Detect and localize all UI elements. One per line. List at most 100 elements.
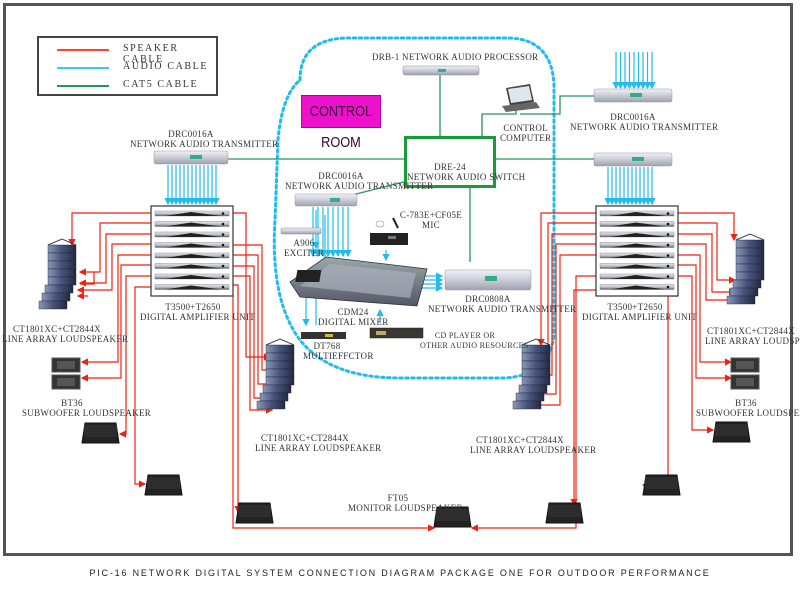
mic-receiver-device (370, 217, 408, 245)
line-array-model: CT1801XC+CT2844X (261, 433, 349, 443)
monitor-loudspeaker-icon (642, 474, 681, 496)
monitor-loudspeaker-icon (545, 502, 584, 524)
processor-label: DRB-1 NETWORK AUDIO PROCESSOR (372, 52, 539, 62)
tx-center-model: DRC0016A (318, 171, 364, 181)
monitor-loudspeaker-icon (433, 506, 472, 528)
monitor-loudspeaker-icon (235, 502, 274, 524)
subwoofer-loudspeaker-icon (730, 357, 760, 373)
dt768-effector-device (301, 332, 346, 339)
cd-player-line2: OTHER AUDIO RESOURCES (420, 341, 529, 350)
subwoofer-name: SUBWOOFER LOUDSPEAKER (696, 408, 800, 418)
subwoofer-model: BT36 (61, 398, 83, 408)
legend-item-audio-cable: AUDIO CABLE (39, 60, 216, 76)
legend-item-cat5-cable: CAT5 CABLE (39, 78, 216, 94)
mixer-label: CDM24 DIGITAL MIXER (318, 307, 388, 327)
tx-mixer-out-label: DRC0808A NETWORK AUDIO TRANSMITTER (428, 294, 577, 314)
effector-name: MULTIEFFCTOR (303, 351, 374, 361)
line-array-model: CT1801XC+CT2844X (476, 435, 564, 445)
legend-label: SPEAKER CABLE (123, 43, 179, 65)
exciter-model: A906 (293, 238, 315, 248)
amp-right-label: T3500+T2650 DIGITAL AMPLIFIER UNIT (582, 302, 698, 322)
line-array-model: CT1801XC+CT2844X (13, 324, 101, 334)
mixer-name: DIGITAL MIXER (318, 317, 389, 327)
tx-right-label: DRC0016A NETWORK AUDIO TRANSMITTER (570, 112, 719, 132)
control-computer-icon (502, 84, 540, 112)
line-array-loudspeaker-icon (256, 338, 295, 410)
monitor-name: MONITOR LOUDSPEAKER (348, 503, 463, 513)
drc0016a-left-device (153, 150, 229, 165)
audio-cable-swatch (57, 67, 109, 69)
line-array-loudspeaker-icon (38, 238, 77, 310)
subwoofer-loudspeaker-icon (730, 374, 760, 390)
drb1-processor (402, 65, 480, 76)
cable-legend: SPEAKER CABLE AUDIO CABLE CAT5 CABLE (37, 36, 218, 96)
monitor-loudspeaker-icon (712, 421, 751, 443)
speaker-cable-swatch (57, 49, 109, 51)
diagram-caption: PIC-16 NETWORK DIGITAL SYSTEM CONNECTION… (89, 568, 711, 578)
subwoofer-loudspeaker-icon (51, 374, 81, 390)
amp-right-model: T3500+T2650 (607, 302, 663, 312)
mic-label: C-783E+CF05E MIC (393, 210, 469, 230)
subwoofer-model: BT36 (735, 398, 757, 408)
line-array-right-outer-label: CT1801XC+CT2844X LINE ARRAY LOUDSPEAKER (705, 326, 800, 346)
monitor-loudspeaker-icon (144, 474, 183, 496)
amplifier-rack-left (150, 205, 234, 297)
network-audio-switch-box (404, 136, 496, 188)
cdm24-mixer-device (289, 256, 428, 307)
tx-center-label: DRC0016A NETWORK AUDIO TRANSMITTER (285, 171, 434, 191)
speaker-cables (68, 212, 738, 532)
monitor-loudspeaker-icon (81, 422, 120, 444)
monitor-label: FT05 MONITOR LOUDSPEAKER (348, 493, 463, 513)
tx-left-label: DRC0016A NETWORK AUDIO TRANSMITTER (130, 129, 279, 149)
switch-model: DRE-24 (434, 162, 466, 172)
line-array-model: CT1801XC+CT2844X (707, 326, 795, 336)
drc0016a-center-device (294, 193, 358, 207)
line-array-name: LINE ARRAY LOUDSPEAKER (705, 336, 800, 346)
legend-item-speaker-cable: SPEAKER CABLE (39, 42, 216, 65)
amp-left-label: T3500+T2650 DIGITAL AMPLIFIER UNIT (140, 302, 256, 322)
amp-left-name: DIGITAL AMPLIFIER UNIT (140, 312, 256, 322)
drc0016a-right-device (593, 152, 673, 167)
cat5-cable-swatch (57, 85, 109, 87)
control-room-boundary (272, 36, 556, 380)
a906-exciter-device (280, 227, 322, 235)
effector-label: DT768 MULTIEFFCTOR (303, 341, 374, 361)
tx-center-name: NETWORK AUDIO TRANSMITTER (285, 181, 434, 191)
mic-model: C-783E+CF05E (399, 210, 463, 220)
monitor-model: FT05 (387, 493, 409, 503)
line-array-name: LINE ARRAY LOUDSPEAKER (470, 445, 597, 455)
tx-right-name: NETWORK AUDIO TRANSMITTER (570, 122, 719, 132)
legend-label: AUDIO CABLE (123, 61, 209, 72)
control-room-label: CONTROL ROOM (301, 95, 381, 151)
control-computer-line1: CONTROL (503, 123, 549, 133)
line-array-name: LINE ARRAY LOUDSPEAKER (2, 334, 129, 344)
line-array-loudspeaker-icon (726, 233, 765, 305)
line-array-left-outer-label: CT1801XC+CT2844X LINE ARRAY LOUDSPEAKER (2, 324, 129, 344)
line-array-right-inner-label: CT1801XC+CT2844X LINE ARRAY LOUDSPEAKER (470, 435, 597, 455)
tx-left-name: NETWORK AUDIO TRANSMITTER (130, 139, 279, 149)
exciter-label: A906 EXCITER (284, 238, 324, 258)
subwoofer-right-label: BT36 SUBWOOFER LOUDSPEAKER (696, 398, 800, 418)
tx-left-model: DRC0016A (168, 129, 214, 139)
tx-mixer-out-name: NETWORK AUDIO TRANSMITTER (428, 304, 577, 314)
line-array-left-inner-label: CT1801XC+CT2844X LINE ARRAY LOUDSPEAKER (255, 433, 381, 453)
legend-label: CAT5 CABLE (123, 79, 199, 90)
control-computer-label: CONTROL COMPUTER (500, 123, 551, 143)
subwoofer-left-label: BT36 SUBWOOFER LOUDSPEAKER (22, 398, 152, 418)
tx-right-model: DRC0016A (610, 112, 656, 122)
subwoofer-name: SUBWOOFER LOUDSPEAKER (22, 408, 152, 418)
amplifier-rack-right (595, 205, 679, 297)
mic-name: MIC (422, 220, 440, 230)
drc0016a-right-top-device (593, 88, 673, 103)
amp-right-name: DIGITAL AMPLIFIER UNIT (582, 312, 698, 322)
tx-mixer-out-model: DRC0808A (465, 294, 511, 304)
cd-player-device (369, 327, 424, 339)
mixer-model: CDM24 (337, 307, 369, 317)
amp-left-model: T3500+T2650 (165, 302, 221, 312)
cd-player-label: CD PLAYER OR OTHER AUDIO RESOURCES (420, 331, 529, 351)
effector-model: DT768 (313, 341, 341, 351)
switch-label: DRE-24 NETWORK AUDIO SWITCH (407, 162, 525, 182)
line-array-loudspeaker-icon (512, 338, 551, 410)
diagram-frame (3, 3, 793, 556)
